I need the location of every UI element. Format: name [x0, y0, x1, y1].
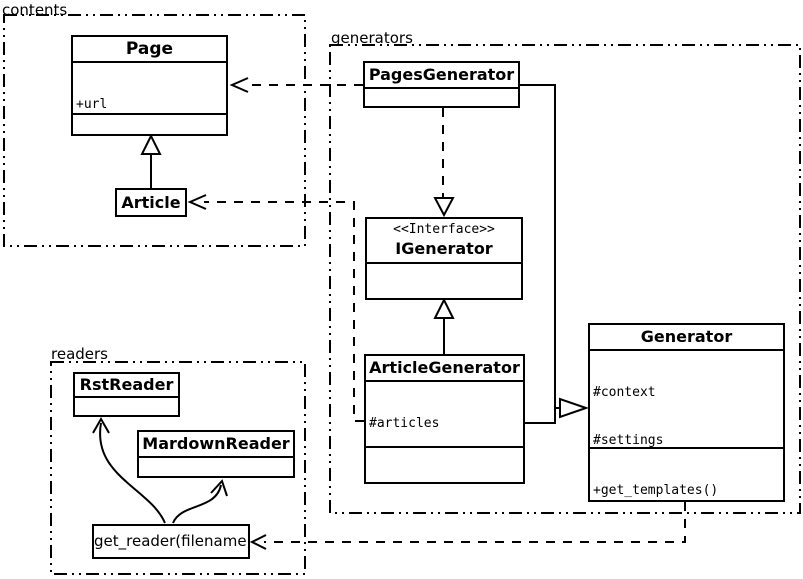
class-attributes-generator: #context #settings #path #theme #output_… — [590, 349, 783, 447]
package-label-generators: generators — [331, 29, 413, 47]
class-box-pagesgenerator: PagesGenerator #pages — [363, 61, 520, 108]
class-methods-igenerator: +generate_context() +generate_output() — [367, 262, 521, 298]
class-title-rstreader: RstReader — [79, 375, 174, 394]
class-title-article: Article — [121, 193, 181, 212]
curve-arrow-getreader-to-mardownreader — [172, 479, 228, 524]
class-title-page: Page — [125, 39, 174, 59]
class-box-mardownreader: MardownReader +read() — [137, 430, 295, 478]
package-label-readers: readers — [51, 345, 108, 363]
class-attributes-pagesgenerator: #pages — [365, 87, 518, 106]
class-title-mardownreader: MardownReader — [142, 434, 290, 453]
generalization-arrow-generators-to-generator — [520, 84, 590, 424]
class-box-generator: Generator #context #settings #path #them… — [588, 323, 785, 502]
function-box-get-reader: get_reader(filename) — [92, 524, 250, 559]
class-box-article: Article — [115, 188, 187, 217]
package-border-generators — [329, 44, 801, 514]
class-attributes-articlegenerator: #articles #dates #tags #categories — [366, 380, 523, 446]
class-methods-articlegenerator: +generate_feeds() +generate_pages() — [366, 446, 523, 482]
attribute: +url — [76, 96, 108, 112]
function-label-get-reader: get_reader(filename) — [94, 532, 248, 550]
method: +get_templates() — [593, 482, 719, 498]
class-title-block-igenerator: <<Interface>> IGenerator — [367, 219, 521, 262]
class-stereotype-igenerator: <<Interface>> — [393, 222, 495, 237]
class-attributes-page: +url +slug +summary — [73, 61, 226, 113]
package-label-contents: contents — [2, 1, 68, 19]
attribute: #settings — [593, 433, 664, 447]
class-methods-rstreader: +read() — [75, 396, 178, 415]
class-title-generator: Generator — [640, 327, 733, 346]
class-box-igenerator: <<Interface>> IGenerator +generate_conte… — [365, 217, 523, 300]
class-title-igenerator: IGenerator — [395, 239, 493, 258]
generalization-arrow-article-to-page — [140, 133, 162, 188]
class-box-page: Page +url +slug +summary +check_properti… — [71, 35, 228, 136]
dependency-arrow-pagesgenerator-to-page — [229, 77, 363, 93]
class-methods-mardownreader: +read() — [139, 456, 293, 476]
class-box-rstreader: RstReader +read() — [73, 372, 180, 417]
dependency-arrow-generator-to-getreader — [249, 502, 686, 550]
class-methods-generator: +get_templates() +get_files(path,exclude… — [590, 447, 783, 500]
realization-arrow-pagesgenerator-to-igenerator — [433, 108, 455, 218]
dependency-arrow-articlegenerator-to-article — [187, 194, 364, 422]
curve-arrow-getreader-to-rstreader — [92, 416, 166, 524]
attribute: #articles — [369, 415, 440, 431]
package-border-contents — [3, 14, 306, 247]
class-title-pagesgenerator: PagesGenerator — [368, 65, 515, 84]
class-methods-page: +check_properties() — [73, 113, 226, 134]
class-box-articlegenerator: ArticleGenerator #articles #dates #tags … — [364, 354, 525, 484]
package-border-readers — [50, 361, 306, 575]
attribute: #context — [593, 384, 656, 400]
generalization-arrow-articlegenerator-to-igenerator — [433, 297, 455, 354]
class-title-articlegenerator: ArticleGenerator — [369, 358, 520, 377]
